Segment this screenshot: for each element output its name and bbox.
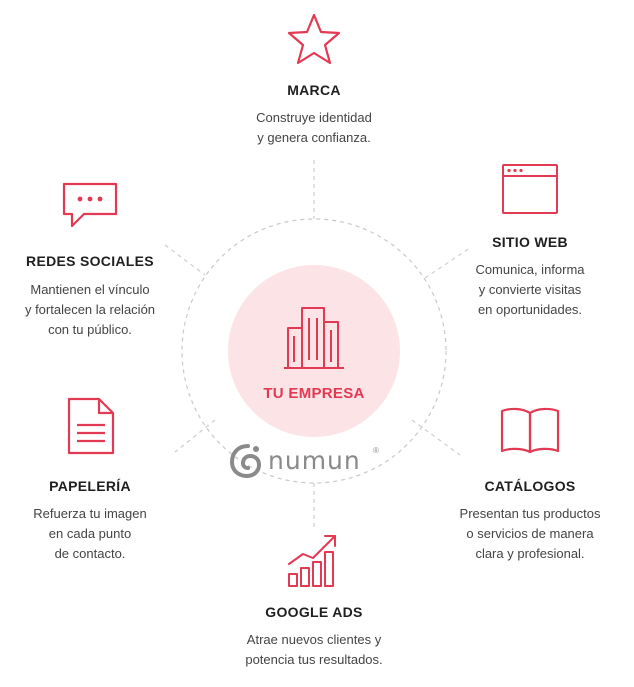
- connector-redes-sociales: [164, 244, 206, 276]
- brand-name: numun: [268, 446, 361, 475]
- marca-title: MARCA: [287, 82, 341, 98]
- brand-registered-mark: ®: [373, 446, 379, 455]
- google-ads-title: GOOGLE ADS: [265, 604, 363, 620]
- chat-bubble-icon: [62, 182, 118, 228]
- brand-logo: numun ®: [228, 440, 388, 480]
- papeleria-title: PAPELERÍA: [49, 478, 131, 494]
- connector-papeleria: [174, 419, 216, 453]
- dashed-ring: [181, 218, 447, 484]
- connector-sitio-web: [424, 247, 471, 279]
- catalogos-description: Presentan tus productos o servicios de m…: [459, 506, 601, 561]
- open-book-icon: [500, 407, 560, 454]
- redes-sociales-title: REDES SOCIALES: [26, 253, 154, 269]
- sitio-web-description: Comunica, informa y convierte visitas en…: [475, 262, 585, 317]
- sitio-web-title: SITIO WEB: [492, 234, 568, 250]
- building-icon: [284, 307, 344, 369]
- google-ads-description: Atrae nuevos clientes y potencia tus res…: [245, 632, 383, 667]
- document-icon: [67, 397, 115, 455]
- browser-window-icon: [502, 164, 558, 214]
- redes-sociales-description: Mantienen el vínculo y fortalecen la rel…: [24, 282, 156, 337]
- papeleria-description: Refuerza tu imagen en cada punto de cont…: [33, 506, 147, 561]
- star-icon: [287, 13, 341, 65]
- center-label: TU EMPRESA: [263, 385, 365, 402]
- marca-description: Construye identidad y genera confianza.: [256, 110, 372, 145]
- brand-swirl-icon: [229, 444, 262, 479]
- connector-catalogos: [411, 419, 461, 456]
- growth-chart-icon: [288, 535, 336, 587]
- center-circle: [228, 265, 400, 437]
- catalogos-title: CATÁLOGOS: [484, 478, 576, 494]
